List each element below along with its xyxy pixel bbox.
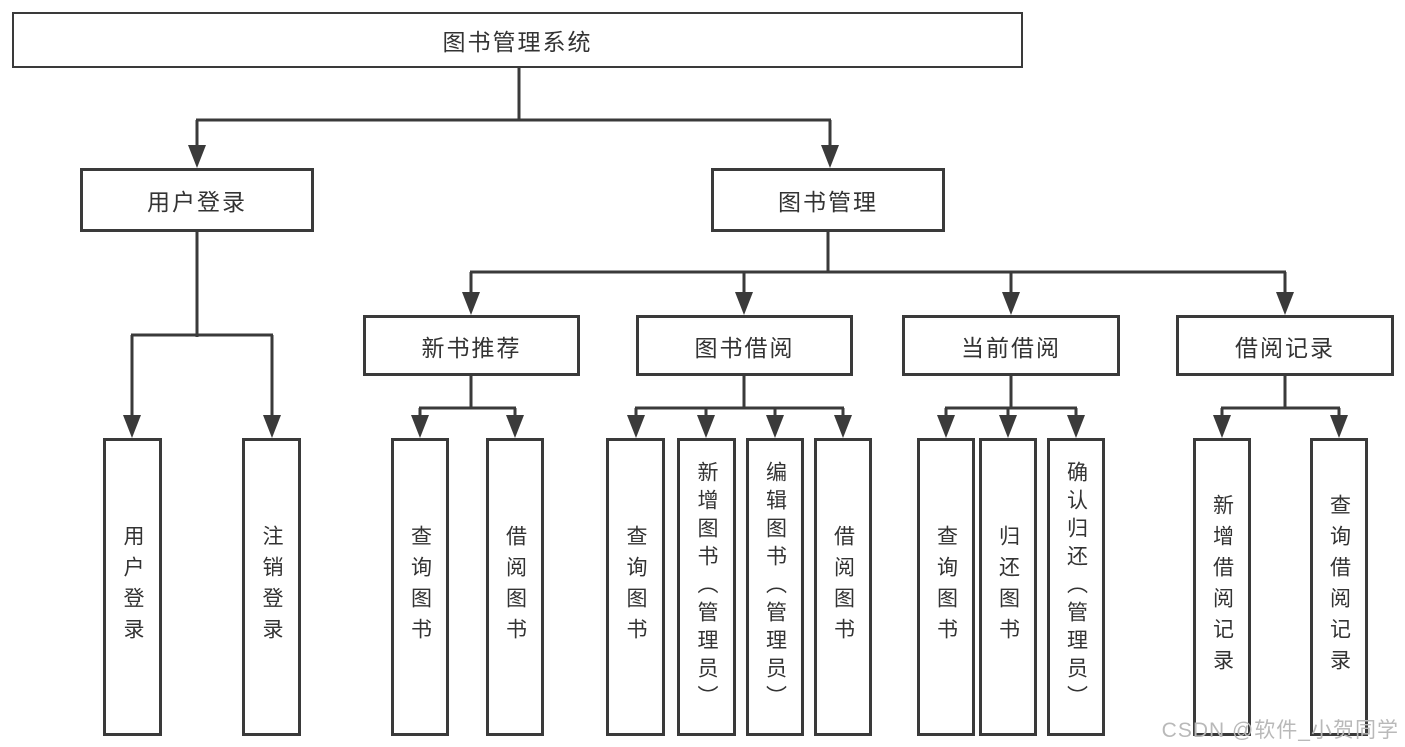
- node-leaf-edit-books-admin: 编辑图书（管理员）: [746, 438, 804, 736]
- node-label: 新书推荐: [421, 334, 522, 361]
- node-leaf-query-books-recommend: 查询图书: [391, 438, 449, 736]
- node-leaf-borrow-books: 借阅图书: [814, 438, 872, 736]
- node-label: 借阅图书: [831, 525, 855, 649]
- connector-current-borrow-to-leaves: [937, 375, 1085, 438]
- node-leaf-query-books-current: 查询图书: [917, 438, 975, 736]
- node-label: 查询图书: [624, 525, 647, 649]
- node-label: 注销登录: [260, 525, 283, 649]
- node-label: 查询借阅记录: [1327, 494, 1351, 680]
- node-leaf-query-borrow-record: 查询借阅记录: [1310, 438, 1368, 736]
- node-current-borrow: 当前借阅: [902, 315, 1120, 376]
- node-label: 用户登录: [121, 525, 144, 649]
- node-label: 当前借阅: [961, 334, 1061, 361]
- node-label: 新增借阅记录: [1210, 494, 1234, 680]
- node-new-book-recommend: 新书推荐: [363, 315, 580, 376]
- node-library-management-system: 图书管理系统: [12, 12, 1023, 68]
- node-leaf-borrow-books-recommend: 借阅图书: [486, 438, 544, 736]
- node-leaf-add-borrow-record: 新增借阅记录: [1193, 438, 1251, 736]
- node-leaf-confirm-return-admin: 确认归还（管理员）: [1047, 438, 1105, 736]
- node-user-login: 用户登录: [80, 168, 314, 232]
- connector-root-to-level2: [188, 66, 839, 168]
- node-label: 图书借阅: [694, 334, 795, 361]
- node-label: 确认归还（管理员）: [1064, 461, 1088, 713]
- node-label: 新增图书（管理员）: [695, 461, 718, 713]
- node-book-borrow: 图书借阅: [636, 315, 853, 376]
- node-borrow-records: 借阅记录: [1176, 315, 1394, 376]
- node-label: 借阅图书: [503, 525, 527, 649]
- node-label: 编辑图书（管理员）: [763, 461, 787, 713]
- connector-book-management-to-level3: [462, 231, 1294, 315]
- connector-user-login-to-leaves: [123, 231, 281, 438]
- node-leaf-add-books-admin: 新增图书（管理员）: [677, 438, 736, 736]
- node-label: 用户登录: [147, 189, 247, 215]
- csdn-watermark: CSDN @软件_小贺同学: [1161, 719, 1399, 742]
- connector-new-book-recommend-to-leaves: [411, 375, 524, 438]
- node-book-management: 图书管理: [711, 168, 945, 232]
- node-label: 查询图书: [934, 525, 958, 649]
- node-label: 图书管理: [778, 189, 878, 215]
- node-leaf-user-login: 用户登录: [103, 438, 162, 736]
- node-label: 查询图书: [408, 525, 432, 649]
- node-leaf-return-books: 归还图书: [979, 438, 1037, 736]
- connector-book-borrow-to-leaves: [627, 375, 852, 438]
- node-leaf-logout: 注销登录: [242, 438, 301, 736]
- node-leaf-query-books-borrow: 查询图书: [606, 438, 665, 736]
- node-label: 图书管理系统: [442, 29, 593, 55]
- node-label: 借阅记录: [1235, 334, 1335, 361]
- connector-borrow-records-to-leaves: [1213, 375, 1348, 438]
- node-label: 归还图书: [996, 525, 1020, 649]
